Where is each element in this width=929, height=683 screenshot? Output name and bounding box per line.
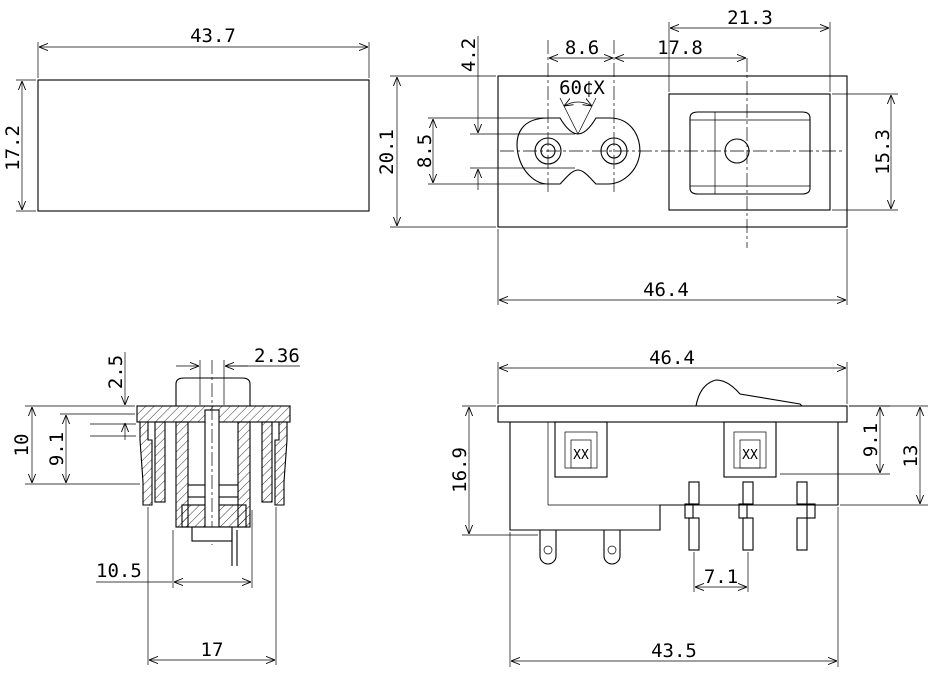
switch-width-label: 21.3: [727, 7, 773, 29]
bottom-width-label: 46.4: [649, 347, 695, 369]
flange-label: 2.5: [105, 355, 127, 389]
pin-height-label: 8.5: [414, 134, 436, 168]
overall-height-label: 20.1: [376, 129, 398, 175]
key-offset-label: 4.2: [458, 38, 480, 72]
view-top-left: 43.7 17.2: [2, 25, 370, 212]
view-side: 2.36 2.5 10 9.1 10.5 17: [11, 345, 300, 665]
bottom-total-label: 13: [900, 445, 922, 468]
bottom-height-label: 16.9: [449, 447, 471, 493]
bottom-base-label: 43.5: [651, 640, 697, 662]
bottom-body: [509, 422, 839, 531]
overall-width-label: 46.4: [643, 279, 689, 301]
side-inner-label: 9.1: [46, 432, 68, 466]
dim-height-label: 17.2: [2, 125, 24, 171]
side-body-width-label: 10.5: [96, 560, 142, 582]
side-rocker: [175, 377, 251, 406]
bottom-inner-label: 9.1: [860, 423, 882, 457]
pin-spacing-label: 8.6: [565, 37, 599, 59]
key-angle-label: 60¢X: [559, 77, 605, 99]
clip-left: XX: [554, 421, 608, 478]
mark-xx-left: XX: [573, 448, 589, 463]
side-height-label: 10: [11, 434, 33, 457]
switch-offset-label: 17.8: [657, 37, 703, 59]
bottom-rocker: [695, 379, 803, 407]
bottom-plate: [497, 405, 848, 423]
mark-xx-right: XX: [742, 448, 758, 463]
pin-dia-label: 2.36: [254, 345, 300, 367]
inlet-outline: [516, 117, 641, 185]
view-front: 60¢X 8.6 17.8 21.3 15.3 20.1 8.5 4.2: [376, 7, 898, 305]
rocker-button: [689, 111, 811, 195]
dim-width-label: 43.7: [190, 25, 236, 47]
view-bottom: XX XX 46.4: [449, 347, 928, 667]
side-base-label: 17: [201, 639, 224, 661]
switch-height-label: 15.3: [872, 129, 894, 175]
switch-window: [668, 93, 831, 211]
pin-pitch-label: 7.1: [704, 566, 738, 588]
front-outline: [497, 75, 848, 228]
clip-right: XX: [723, 421, 777, 478]
switch-pins: [684, 481, 816, 551]
body-outline: [37, 79, 370, 212]
